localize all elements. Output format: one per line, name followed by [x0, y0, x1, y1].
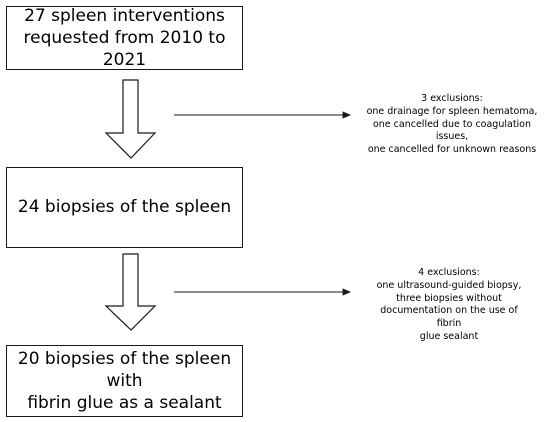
biopsies-text: 24 biopsies of the spleen: [17, 197, 232, 218]
exclusion-arrow-2: [174, 288, 352, 296]
exclusion-note-1: 3 exclusions: one drainage for spleen he…: [366, 93, 538, 156]
exclusion-arrow-1: [174, 111, 352, 119]
interventions-box: 27 spleen interventions requested from 2…: [6, 6, 243, 70]
biopsies-box: 24 biopsies of the spleen: [6, 167, 243, 248]
exclusion-note-2: 4 exclusions: one ultrasound-guided biop…: [376, 267, 522, 343]
down-arrow-1: [104, 79, 157, 159]
down-arrow-2: [104, 253, 157, 331]
fibrin-glue-biopsies-text: 20 biopsies of the spleen with fibrin gl…: [17, 348, 232, 414]
interventions-text: 27 spleen interventions requested from 2…: [23, 5, 226, 71]
fibrin-glue-biopsies-box: 20 biopsies of the spleen with fibrin gl…: [6, 345, 243, 417]
